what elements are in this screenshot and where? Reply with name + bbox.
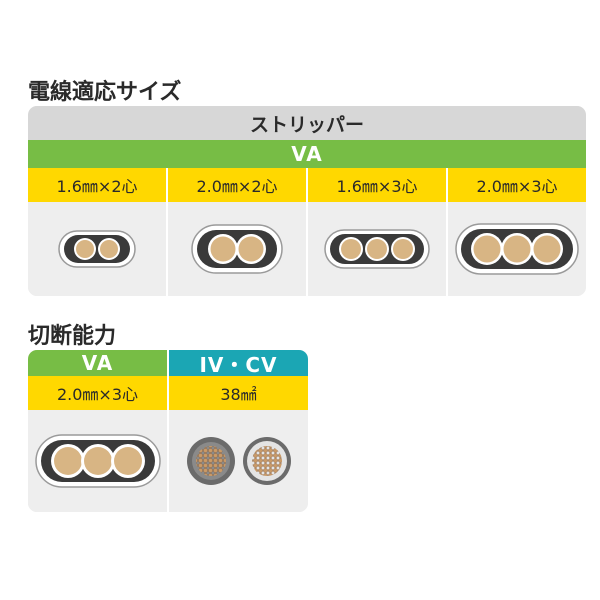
size-label-1-6mm-3core: 1.6㎜×3心 bbox=[308, 168, 448, 202]
cable-cell bbox=[169, 410, 308, 512]
size-label-2-0mm-3core: 2.0㎜×3心 bbox=[448, 168, 586, 202]
cutting-capacity-panel: VA IV・CV 2.0㎜×3心 38㎟ bbox=[28, 350, 308, 512]
size-label-2-0mm-2core: 2.0㎜×2心 bbox=[168, 168, 308, 202]
va-header: VA bbox=[28, 350, 167, 376]
size-label-row: 1.6㎜×2心 2.0㎜×2心 1.6㎜×3心 2.0㎜×3心 bbox=[28, 168, 586, 202]
cable-cell bbox=[168, 202, 308, 296]
section-title-cutting-capacity: 切断能力 bbox=[28, 324, 117, 349]
stripper-header: ストリッパー bbox=[28, 106, 586, 140]
size-label-1-6mm-2core: 1.6㎜×2心 bbox=[28, 168, 168, 202]
section-title-wire-sizes: 電線適応サイズ bbox=[28, 80, 182, 105]
cable-image-row bbox=[28, 202, 586, 296]
cable-cross-section-icon bbox=[58, 230, 136, 268]
va-type-bar: VA bbox=[28, 140, 586, 168]
cable-cell bbox=[448, 202, 586, 296]
cable-cell bbox=[28, 410, 169, 512]
cable-cross-section-icon bbox=[191, 224, 283, 274]
cut-size-label-row: 2.0㎜×3心 38㎟ bbox=[28, 376, 308, 410]
stranded-wire-icon bbox=[186, 437, 291, 485]
cable-cross-section-icon bbox=[455, 223, 579, 275]
cut-size-label-va: 2.0㎜×3心 bbox=[28, 376, 169, 410]
cable-cell bbox=[28, 202, 168, 296]
cable-cross-section-icon bbox=[324, 229, 430, 269]
cable-cell bbox=[308, 202, 448, 296]
cut-size-label-ivcv: 38㎟ bbox=[169, 376, 308, 410]
cut-image-row bbox=[28, 410, 308, 512]
wire-size-panel: ストリッパー VA 1.6㎜×2心 2.0㎜×2心 1.6㎜×3心 2.0㎜×3… bbox=[28, 106, 586, 296]
ivcv-header: IV・CV bbox=[169, 350, 308, 377]
cable-cross-section-icon bbox=[34, 434, 161, 488]
